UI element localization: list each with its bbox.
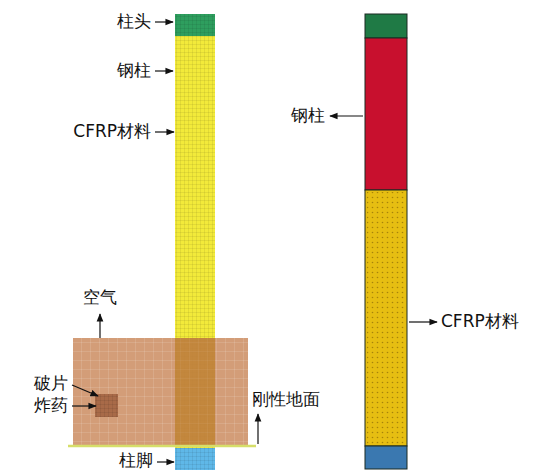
part-label: 炸药 (34, 396, 68, 416)
air-domain (73, 338, 248, 445)
part-label: 钢柱 (291, 106, 325, 126)
explosive-mesh (95, 394, 118, 417)
column-in-air (175, 338, 215, 445)
part-label: 柱头 (117, 12, 151, 32)
leader-arrow (409, 321, 437, 322)
explosive (95, 394, 118, 417)
leader-arrow (257, 414, 258, 444)
column-foot-mesh (175, 448, 215, 470)
column-foot (365, 446, 407, 469)
part-label: 柱脚 (119, 451, 153, 471)
leader-arrow (72, 405, 96, 406)
air-mesh (73, 338, 248, 445)
leader-arrow (155, 70, 173, 71)
leader-arrow (99, 314, 100, 338)
part-label: CFRP材料 (73, 122, 151, 142)
column-head-mesh (175, 14, 215, 36)
part-label: CFRP材料 (441, 312, 519, 332)
leader-arrow (72, 385, 98, 396)
part-label: 空气 (83, 288, 117, 308)
part-label: 刚性地面 (252, 390, 320, 410)
cfrp-column (175, 36, 215, 448)
column-head (175, 14, 215, 36)
column-foot (175, 448, 215, 470)
steel-column (365, 38, 407, 190)
cfrp-wrap (365, 190, 407, 446)
leader-arrow (330, 115, 363, 116)
cfrp-column-mesh (175, 36, 215, 448)
part-label: 钢柱 (117, 61, 151, 81)
leader-arrow (157, 461, 174, 462)
part-label: 破片 (34, 374, 68, 394)
column-head (365, 14, 407, 38)
rigid-ground (68, 445, 256, 448)
leader-arrow (155, 21, 173, 22)
leader-arrow (155, 131, 174, 132)
cfrp-wrap-mesh (367, 192, 405, 444)
